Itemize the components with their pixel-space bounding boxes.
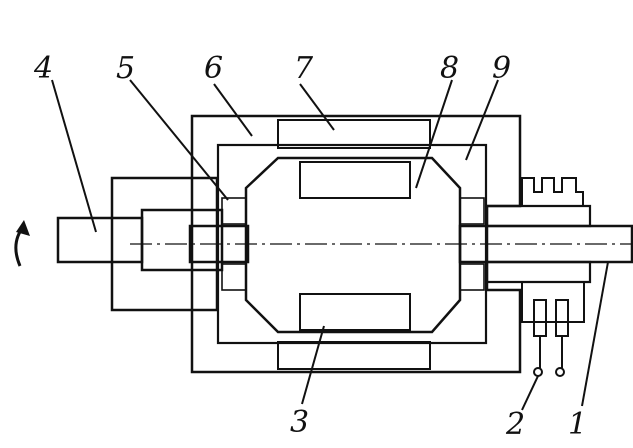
winding-left-lower xyxy=(221,263,247,291)
callout-5: 5 xyxy=(116,51,135,86)
callout-1: 1 xyxy=(568,407,587,442)
winding-bottom xyxy=(299,293,411,331)
leader-7 xyxy=(299,83,335,131)
shaft xyxy=(56,216,633,264)
leader-2 xyxy=(521,375,539,411)
leader-1 xyxy=(581,261,609,407)
callout-labels: 4 5 6 7 8 9 3 2 1 xyxy=(33,51,587,442)
winding-right-upper xyxy=(459,197,485,225)
callout-6: 6 xyxy=(204,51,223,86)
leader-lines xyxy=(51,79,609,411)
terminal-right xyxy=(555,367,565,377)
right-bearing-housing xyxy=(485,204,592,284)
rotation-arrow-icon xyxy=(14,220,30,267)
callout-2: 2 xyxy=(505,407,525,442)
leader-4 xyxy=(51,79,97,233)
leader-3 xyxy=(301,325,325,405)
terminal-left xyxy=(533,367,543,377)
stator-ring-bottom xyxy=(277,341,431,370)
rotor-core xyxy=(244,156,462,334)
leader-5 xyxy=(129,79,229,201)
winding-right-lower xyxy=(459,263,485,291)
brush-assembly xyxy=(521,281,585,377)
callout-7: 7 xyxy=(294,51,314,86)
winding-left-upper xyxy=(221,197,247,225)
callout-9: 9 xyxy=(492,51,511,86)
leader-9 xyxy=(465,79,499,161)
stator-ring-top xyxy=(277,119,431,149)
slip-ring-teeth xyxy=(521,177,584,205)
leader-8 xyxy=(415,79,453,189)
callout-8: 8 xyxy=(440,51,459,86)
callout-4: 4 xyxy=(33,51,53,86)
leader-6 xyxy=(213,83,253,137)
winding-top xyxy=(299,161,411,199)
callout-3: 3 xyxy=(290,405,309,440)
